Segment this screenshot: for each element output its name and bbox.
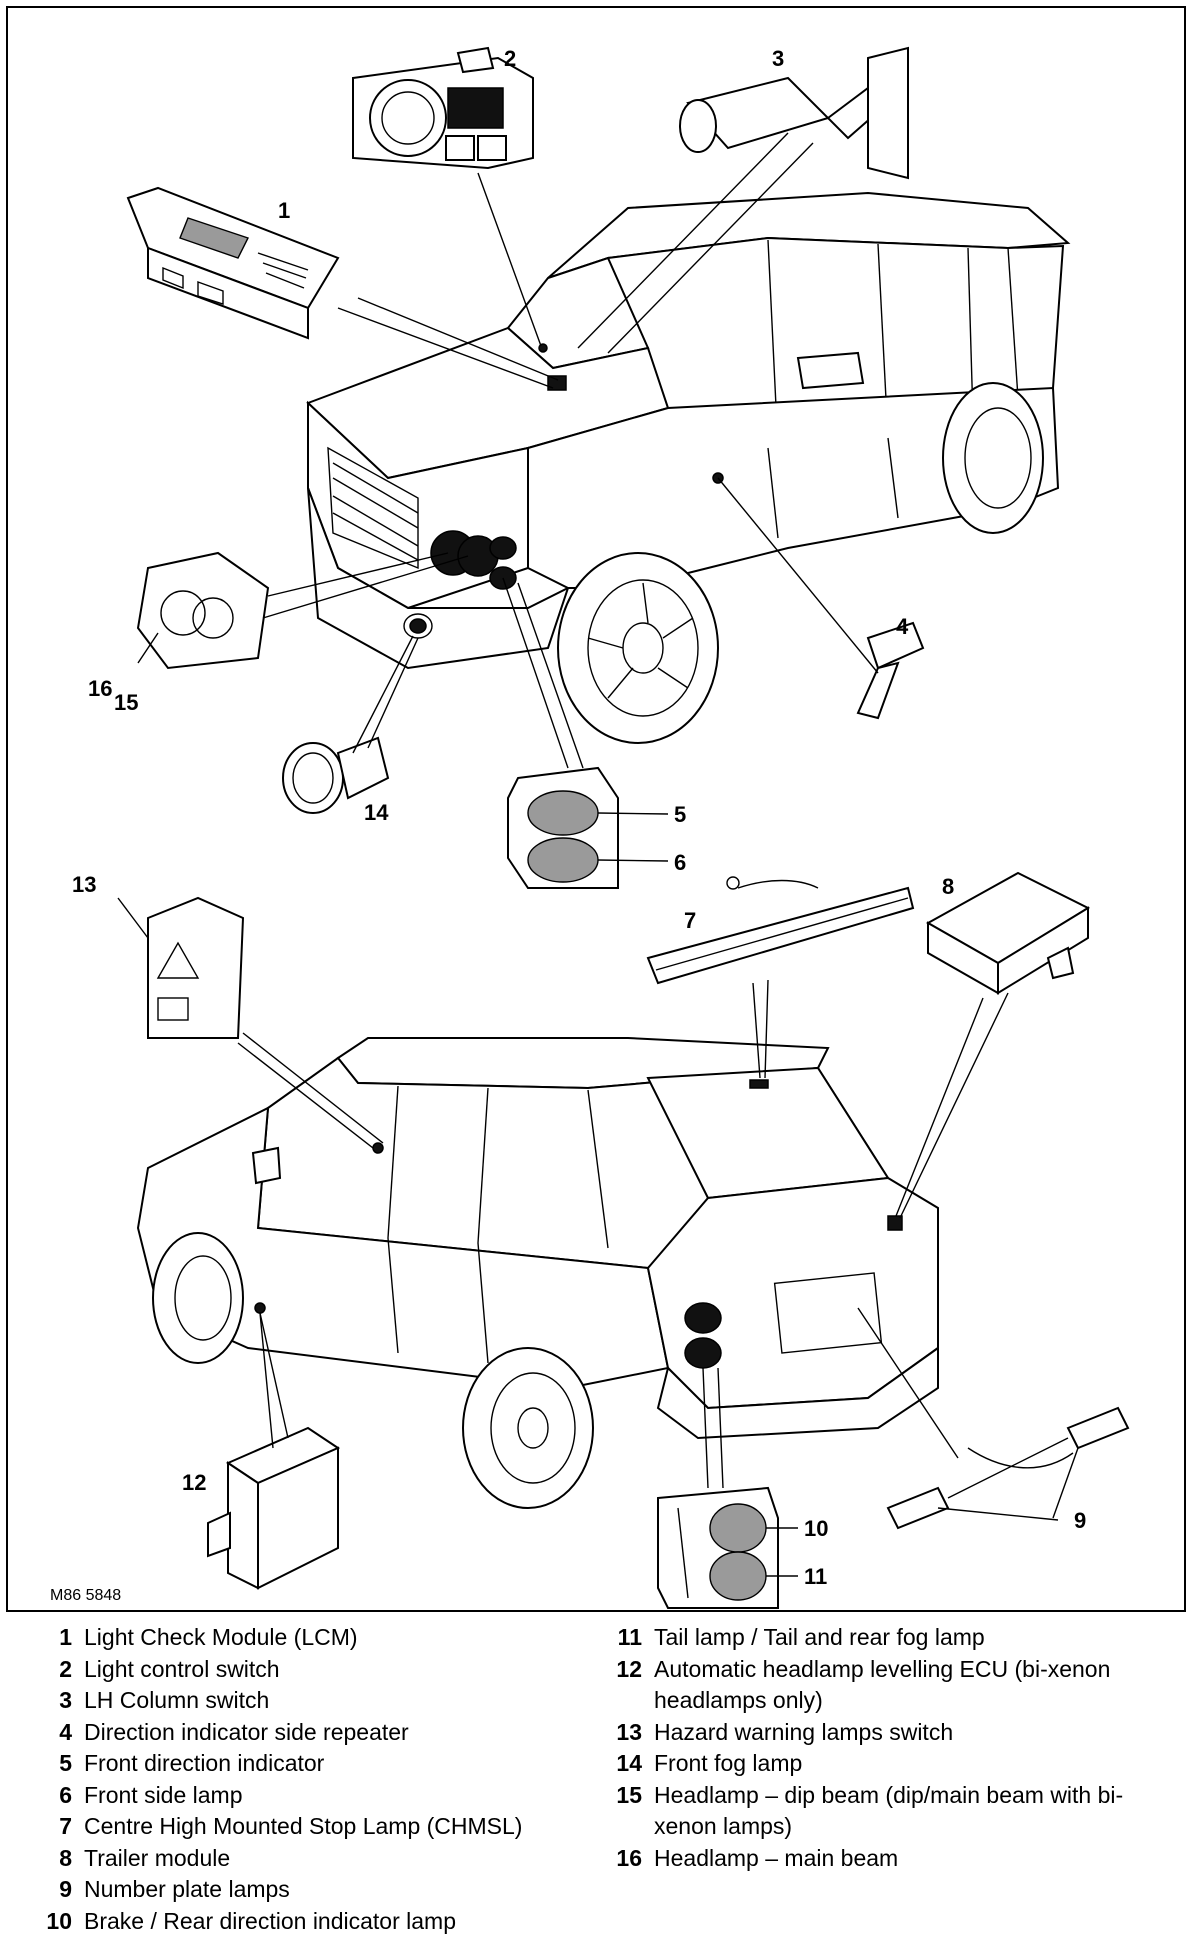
- side-repeater-drawing: [856, 621, 925, 720]
- callout-9: 9: [1074, 1508, 1086, 1533]
- front-vehicle-drawing: [306, 191, 1071, 744]
- hazard-switch-drawing: [147, 896, 245, 1039]
- callout-10: 10: [804, 1516, 828, 1541]
- callout-2: 2: [504, 46, 516, 71]
- light-check-module-drawing: [126, 186, 340, 340]
- callout-15: 15: [114, 690, 138, 715]
- callout-13: 13: [72, 872, 96, 897]
- chmsl-drawing: [646, 876, 915, 985]
- front-fog-lamp-drawing: [282, 736, 390, 814]
- callout-6: 6: [674, 850, 686, 875]
- callout-8: 8: [942, 874, 954, 899]
- light-control-switch-drawing: [352, 46, 534, 170]
- callout-11: 11: [804, 1564, 827, 1589]
- trailer-module-drawing: [925, 871, 1091, 995]
- callout-7: 7: [684, 908, 696, 933]
- callout-16: 16: [88, 676, 112, 701]
- callout-5: 5: [674, 802, 686, 827]
- leader-lines: [117, 132, 1079, 1577]
- figure-reference: M86 5848: [50, 1587, 121, 1604]
- column-switch-drawing: [679, 46, 909, 180]
- rear-vehicle-drawing: [136, 1037, 939, 1509]
- front-indicator-unit-drawing: [507, 766, 619, 889]
- callout-1: 1: [278, 198, 290, 223]
- components-diagram: 1 2 3 4 5 6 7 8 9 10 11 12 13 14 15 16 M…: [50, 46, 1130, 1609]
- callout-3: 3: [772, 46, 784, 71]
- diagram-frame: 1 2 3 4 5 6 7 8 9 10 11 12 13 14 15 16 M…: [6, 6, 1186, 1612]
- levelling-ecu-drawing: [207, 1426, 341, 1590]
- callout-4: 4: [896, 614, 909, 639]
- callout-14: 14: [364, 800, 389, 825]
- callout-12: 12: [182, 1470, 206, 1495]
- headlamp-unit-drawing: [136, 551, 270, 670]
- number-plate-lamps-drawing: [886, 1406, 1130, 1530]
- rear-lamp-unit-drawing: [657, 1486, 779, 1609]
